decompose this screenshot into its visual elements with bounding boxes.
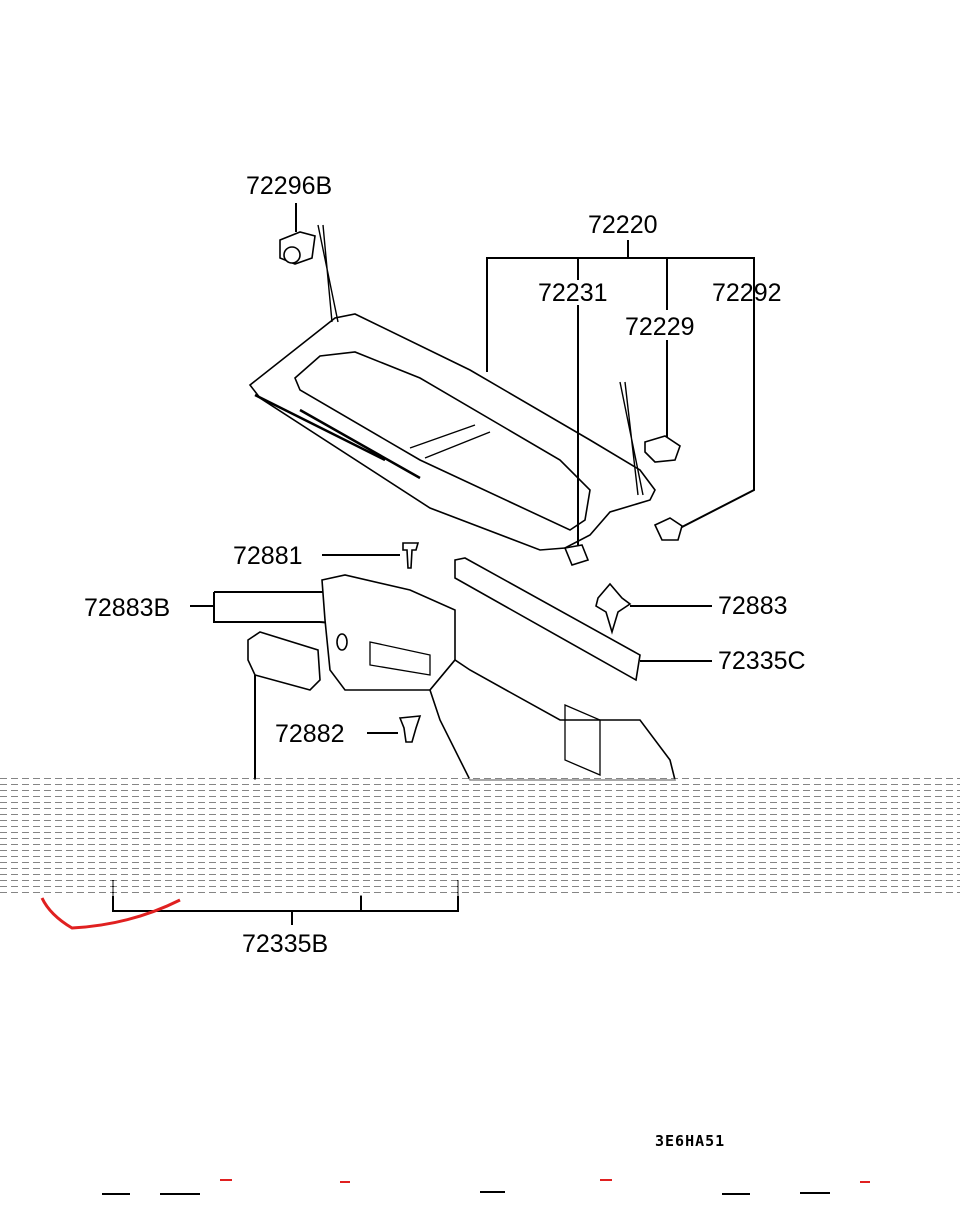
rail-72335C	[454, 557, 641, 682]
bracket-72220	[486, 240, 755, 545]
clip-72229	[644, 435, 681, 463]
label-72220: 72220	[588, 211, 658, 239]
label-72335C: 72335C	[718, 647, 806, 675]
parcel-shelf	[248, 313, 656, 551]
label-72231: 72231	[538, 279, 608, 307]
label-72882: 72882	[275, 720, 345, 748]
label-72229: 72229	[625, 313, 695, 341]
bracket-72883B	[190, 591, 421, 631]
drawing-code: 3E6HA51	[655, 1132, 725, 1150]
clip-72882	[398, 715, 422, 743]
clip-72231	[563, 544, 590, 566]
label-72335B: 72335B	[242, 930, 328, 958]
clip-72883	[595, 582, 632, 635]
scan-noise-band	[0, 778, 960, 896]
label-72296B: 72296B	[246, 172, 332, 200]
label-72883: 72883	[718, 592, 788, 620]
red-annotation-mark	[40, 897, 181, 930]
clip-72292	[653, 517, 683, 541]
scan-noise-bottom	[102, 1179, 870, 1195]
strap-left	[317, 224, 339, 323]
strap-right	[619, 381, 644, 496]
label-72883B: 72883B	[84, 594, 170, 622]
label-72292: 72292	[712, 279, 782, 307]
lower-panel	[429, 658, 677, 781]
screw-72881	[402, 542, 420, 569]
label-72881: 72881	[233, 542, 303, 570]
clip-72296B	[279, 231, 316, 265]
side-trim	[321, 574, 456, 691]
cover-panel	[247, 631, 321, 691]
